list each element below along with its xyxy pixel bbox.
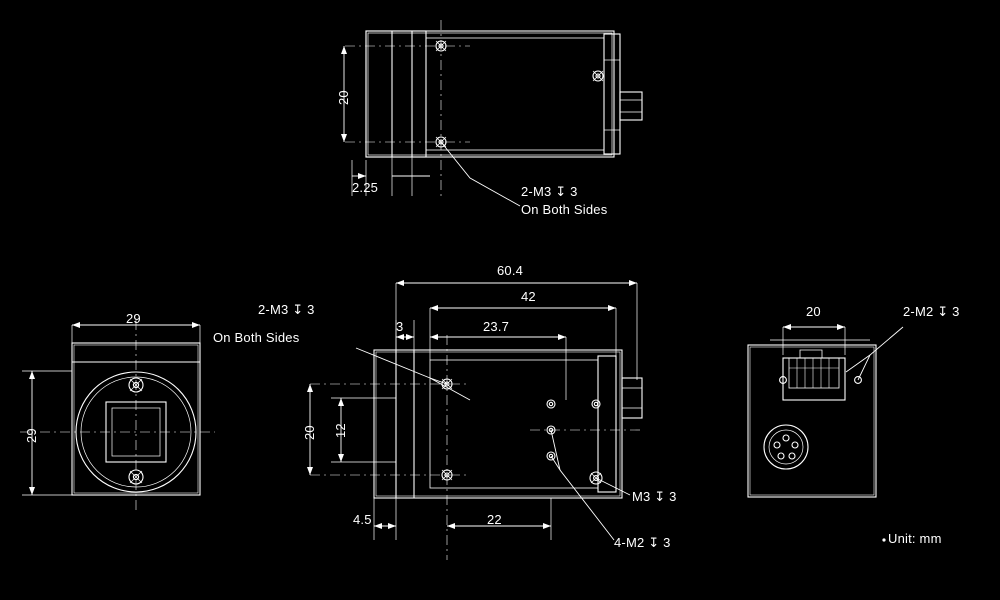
side-view-dim-12: 12 bbox=[333, 423, 348, 438]
side-view-screw-holes bbox=[441, 378, 603, 485]
top-view-note-thread: 2-M3 ↧ 3 bbox=[521, 184, 578, 199]
side-view-dim-42: 42 bbox=[521, 289, 536, 304]
rear-view-note-2-m2: 2-M2 ↧ 3 bbox=[903, 304, 960, 319]
front-view-geometry bbox=[20, 320, 215, 510]
side-view-dim-3: 3 bbox=[396, 319, 404, 334]
side-view-dim-23-7: 23.7 bbox=[483, 319, 510, 334]
top-view-screw-holes bbox=[435, 40, 604, 148]
rear-view-dim-20: 20 bbox=[806, 304, 821, 319]
top-view-dim-2-25: 2.25 bbox=[352, 180, 379, 195]
side-view-dim-20: 20 bbox=[302, 425, 317, 440]
side-view-note-4-m2: 4-M2 ↧ 3 bbox=[614, 535, 671, 550]
side-view-note-thread-both-sides: On Both Sides bbox=[213, 330, 300, 345]
unit-note: Unit: mm bbox=[888, 531, 942, 546]
front-view-dim-29-top: 29 bbox=[126, 311, 141, 326]
top-view-note-thread-both-sides: On Both Sides bbox=[521, 202, 608, 217]
top-view-dim-20: 20 bbox=[336, 90, 351, 105]
rear-view-geometry bbox=[747, 324, 904, 498]
side-view-dim-22: 22 bbox=[487, 512, 502, 527]
side-view-geometry bbox=[307, 280, 643, 560]
front-view-dim-29-left: 29 bbox=[24, 428, 39, 443]
side-view-dim-60-4: 60.4 bbox=[497, 263, 524, 278]
side-view-note-m3: M3 ↧ 3 bbox=[632, 489, 677, 504]
top-view-geometry bbox=[341, 20, 643, 207]
side-view-note-thread: 2-M3 ↧ 3 bbox=[258, 302, 315, 317]
side-view-dim-4-5: 4.5 bbox=[353, 512, 372, 527]
